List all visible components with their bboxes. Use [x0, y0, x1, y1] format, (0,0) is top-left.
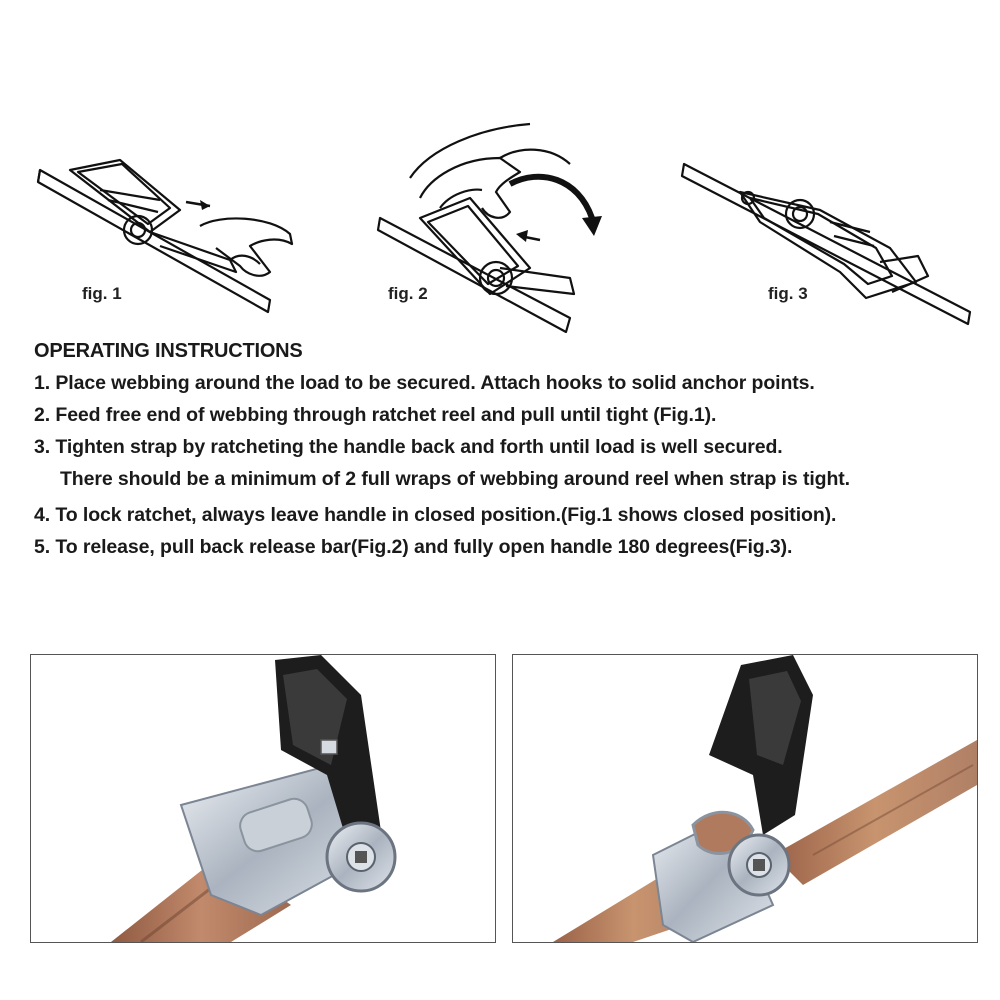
curved-arrow-icon	[508, 173, 602, 236]
photo-ratchet-handle-open	[512, 654, 978, 943]
instruction-step-2: 2. Feed free end of webbing through ratc…	[34, 404, 717, 426]
fig2-label: fig. 2	[388, 284, 428, 303]
fig2-ratchet-release-illustration	[376, 122, 602, 334]
operating-instructions: OPERATING INSTRUCTIONS 1. Place webbing …	[34, 340, 984, 563]
instruction-step-3: 3. Tighten strap by ratcheting the handl…	[34, 436, 783, 458]
instruction-step-1: 1. Place webbing around the load to be s…	[34, 372, 815, 394]
instruction-step-4: 4. To lock ratchet, always leave handle …	[34, 504, 837, 526]
photo-ratchet-handle-raised	[30, 654, 496, 943]
figure-row: fig. 1 fig. 2	[0, 0, 1000, 340]
fig3-ratchet-open-illustration	[680, 162, 972, 326]
fig1-ratchet-closed-illustration	[36, 158, 294, 314]
fig1-label: fig. 1	[82, 284, 122, 303]
instruction-step-5: 5. To release, pull back release bar(Fig…	[34, 536, 793, 558]
instructions-title: OPERATING INSTRUCTIONS	[34, 340, 303, 362]
arrow-icon	[185, 200, 211, 210]
instruction-step-3-continued: There should be a minimum of 2 full wrap…	[60, 468, 851, 490]
fig3-label: fig. 3	[768, 284, 808, 303]
arrow-icon	[516, 230, 541, 242]
